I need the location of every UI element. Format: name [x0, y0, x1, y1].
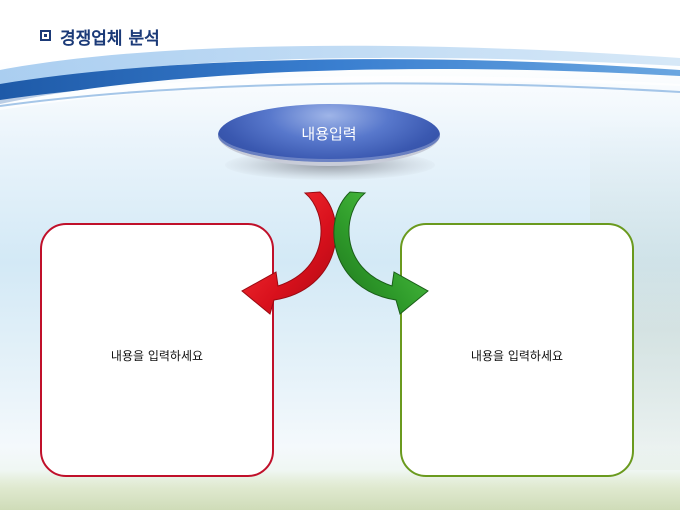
title-bullet-icon — [40, 30, 51, 41]
right-content-box[interactable]: 내용을 입력하세요 — [400, 223, 634, 477]
left-content-box[interactable]: 내용을 입력하세요 — [40, 223, 274, 477]
left-box-text: 내용을 입력하세요 — [110, 349, 204, 363]
right-box-text: 내용을 입력하세요 — [470, 349, 564, 363]
center-oval-label: 내용입력 — [301, 124, 357, 143]
right-curved-arrow-icon — [333, 191, 429, 315]
slide-title: 경쟁업체 분석 — [60, 29, 160, 49]
center-oval[interactable] — [218, 104, 440, 166]
header-swoosh — [0, 45, 680, 110]
left-curved-arrow-icon — [241, 191, 337, 315]
